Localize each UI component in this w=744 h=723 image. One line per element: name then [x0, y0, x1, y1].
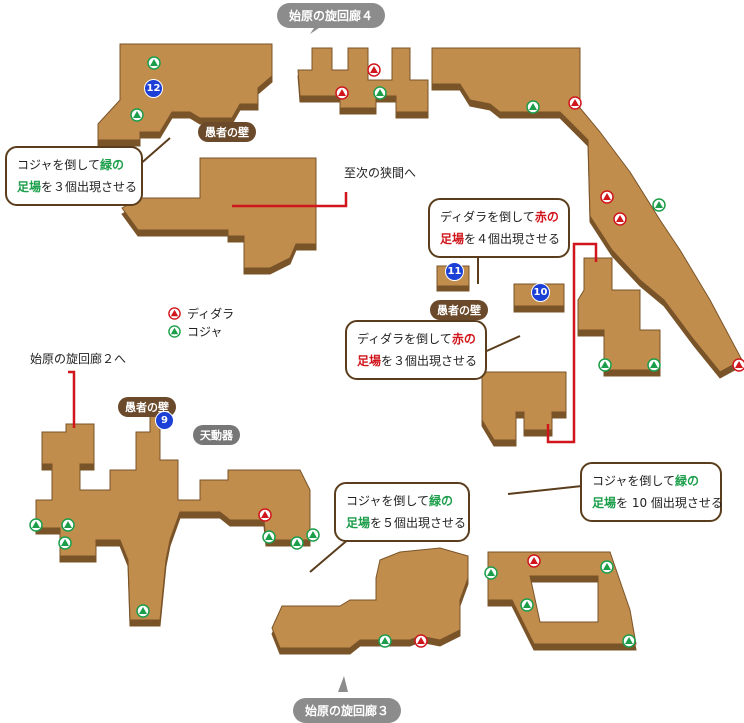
callout-text: を 10 個出現させる — [616, 496, 723, 510]
legend-red-label: ディダラ — [187, 306, 235, 321]
callout-upper-right: ディダラを倒して赤の 足場を４個出現させる — [428, 198, 570, 258]
exit-label-next-gap: 至次の狭間へ — [344, 166, 417, 180]
callout-text: コジャを倒して — [346, 494, 430, 508]
callout-text: コジャを倒して — [17, 158, 101, 172]
callout-highlight: 緑の — [429, 494, 454, 508]
legend-green-label: コジャ — [187, 324, 223, 339]
floor-bottom-left — [35, 409, 311, 627]
callout-highlight: 緑の — [100, 158, 125, 172]
sundial-tag: 天動器 — [193, 425, 240, 445]
legend-row-red: ディダラ — [168, 304, 234, 322]
fool-wall-tag-2: 愚者の壁 — [430, 300, 488, 320]
callout-highlight: 緑の — [675, 474, 700, 488]
callout-text: ディダラを倒して — [357, 332, 452, 346]
floor-top-mid — [297, 47, 429, 119]
number-badge-12: 12 — [144, 79, 163, 98]
callout-highlight: 足場 — [440, 232, 465, 246]
callout-text: を４個出現させる — [464, 232, 561, 246]
callout-lower-center: コジャを倒して緑の 足場を５個出現させる — [334, 482, 470, 542]
floor-top-right — [431, 47, 743, 379]
callout-lower-right: コジャを倒して緑の 足場を 10 個出現させる — [580, 462, 723, 522]
legend-row-green: コジャ — [168, 322, 234, 340]
callout-highlight: 赤の — [534, 210, 559, 224]
callout-highlight: 赤の — [451, 332, 476, 346]
callout-highlight: 足場 — [357, 354, 382, 368]
green-triangle-icon — [168, 324, 181, 338]
fool-wall-tag-1: 愚者の壁 — [198, 122, 256, 142]
floor-right-lower — [577, 257, 661, 377]
callout-highlight: 足場 — [17, 180, 42, 194]
route-to-next-gap — [232, 192, 348, 208]
area-label-bottom: 始原の旋回廊３ — [293, 698, 402, 723]
callout-highlight: 足場 — [592, 496, 617, 510]
callout-text: を５個出現させる — [370, 516, 467, 530]
callout-top-left: コジャを倒して緑の 足場を３個出現させる — [5, 146, 143, 206]
legend: ディダラ コジャ — [168, 304, 234, 340]
callout-highlight: 足場 — [346, 516, 371, 530]
floor-center-upper — [121, 157, 317, 275]
red-triangle-icon — [168, 306, 181, 320]
callout-text: コジャを倒して — [592, 474, 676, 488]
route-right-link — [546, 242, 598, 444]
route-to-corridor-2 — [68, 370, 76, 428]
floor-bottom-right — [271, 547, 637, 655]
callout-text: ディダラを倒して — [440, 210, 535, 224]
number-badge-10: 10 — [531, 283, 550, 302]
area-label-top: 始原の旋回廊４ — [277, 3, 386, 28]
callout-text: を３個出現させる — [41, 180, 138, 194]
number-badge-9: 9 — [155, 411, 174, 430]
callout-text: を３個出現させる — [381, 354, 478, 368]
number-badge-11: 11 — [445, 262, 464, 281]
route-lines — [68, 192, 598, 444]
exit-label-corridor-2: 始原の旋回廊２へ — [30, 352, 127, 366]
callout-middle: ディダラを倒して赤の 足場を３個出現させる — [345, 320, 487, 380]
